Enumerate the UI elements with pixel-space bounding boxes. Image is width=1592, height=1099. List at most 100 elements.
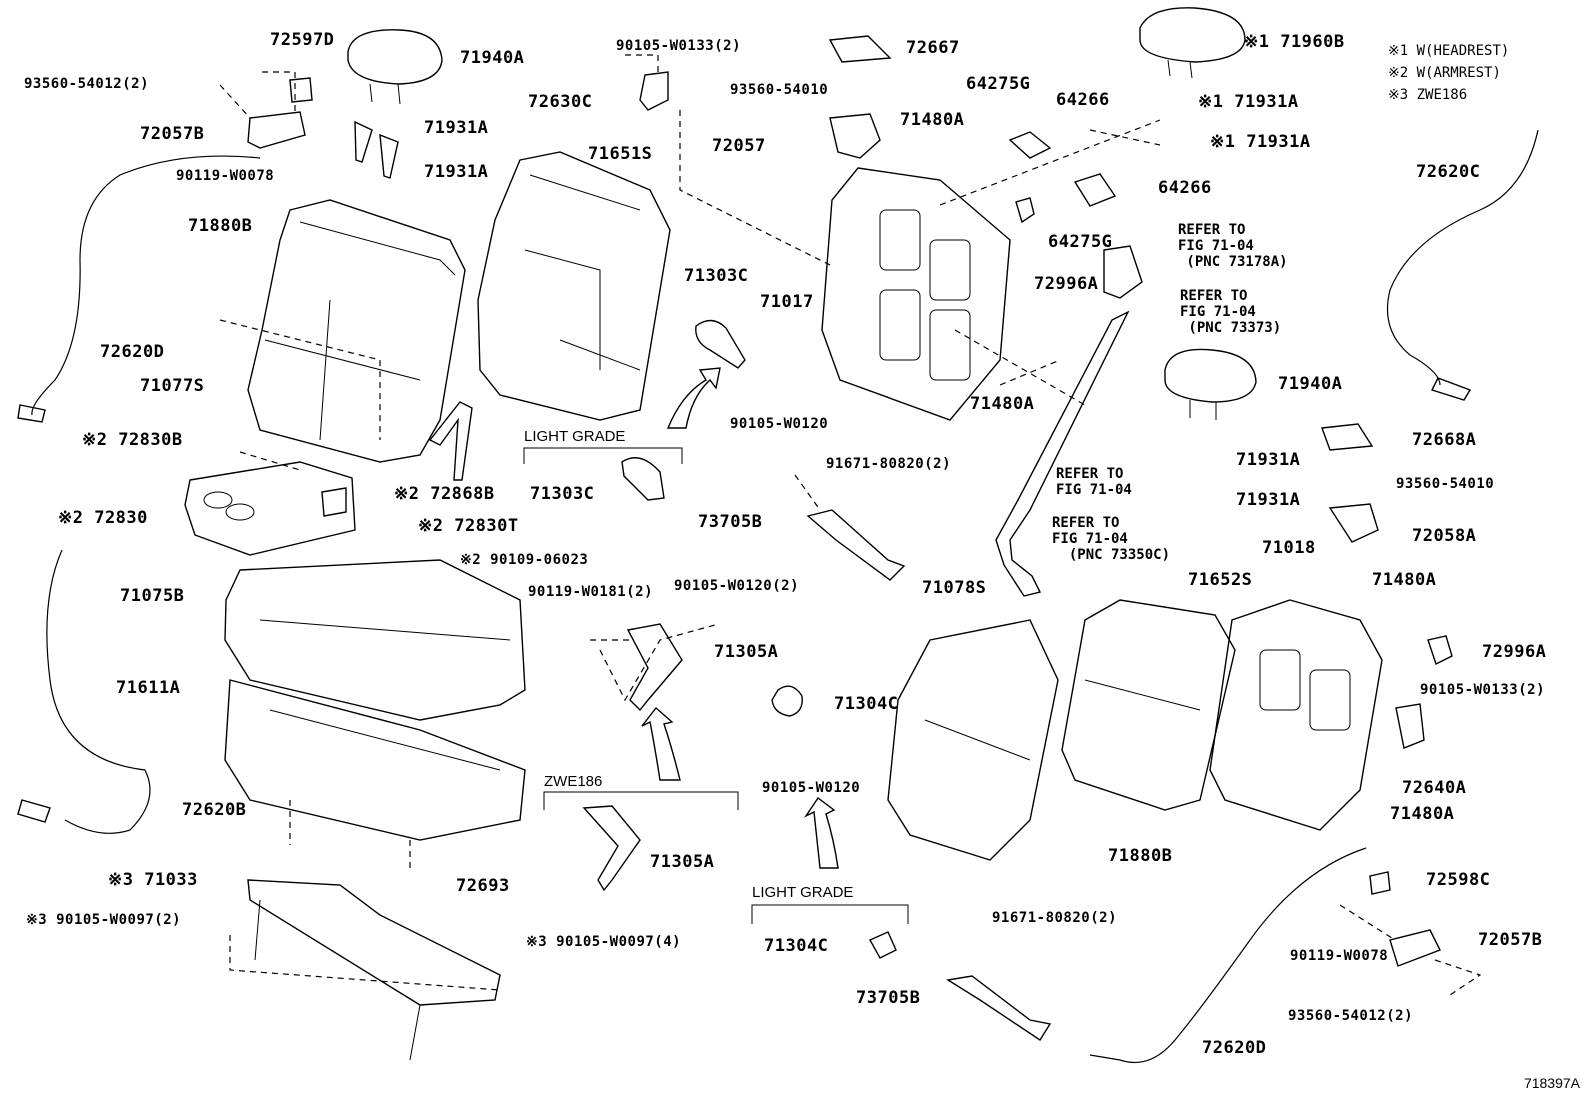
label-71960B[interactable]: ※1 71960B — [1244, 32, 1345, 52]
label-72620C[interactable]: 72620C — [1416, 162, 1481, 182]
seatback-cover-right-seam — [924, 719, 1031, 761]
arrow-2 — [641, 706, 681, 781]
label-90105-W0133-top[interactable]: 90105-W0133(2) — [616, 38, 742, 54]
armrest — [184, 451, 356, 556]
light-grade-box-1 — [523, 447, 683, 464]
label-72640A[interactable]: 72640A — [1402, 778, 1467, 798]
label-71651S[interactable]: 71651S — [588, 144, 653, 164]
label-71880B-right[interactable]: 71880B — [1108, 846, 1173, 866]
label-71931A-right-4[interactable]: 71931A — [1236, 490, 1301, 510]
label-72996A-b[interactable]: 72996A — [1482, 642, 1547, 662]
label-72058A[interactable]: 72058A — [1412, 526, 1477, 546]
label-71931A-right-2[interactable]: ※1 71931A — [1210, 132, 1311, 152]
label-71611A[interactable]: 71611A — [116, 678, 181, 698]
label-90105-W0120-b[interactable]: 90105-W0120 — [762, 780, 861, 796]
label-71652S[interactable]: 71652S — [1188, 570, 1253, 590]
label-93560-54010-top[interactable]: 93560-54010 — [730, 82, 829, 98]
leader-right-lock — [1339, 904, 1482, 996]
label-90105-W0097-2[interactable]: ※3 90105-W0097(2) — [26, 912, 182, 928]
vent-64275G-a — [1008, 131, 1052, 159]
label-71480A-1[interactable]: 71480A — [900, 110, 965, 130]
label-73705B-a[interactable]: 73705B — [698, 512, 763, 532]
label-72868B[interactable]: ※2 72868B — [394, 484, 495, 504]
label-71305A-a[interactable]: 71305A — [714, 642, 779, 662]
label-64266-b[interactable]: 64266 — [1158, 178, 1212, 198]
leader-72630C — [625, 54, 831, 266]
label-71078S[interactable]: 71078S — [922, 578, 987, 598]
label-90119-W0078-right[interactable]: 90119-W0078 — [1290, 948, 1389, 964]
label-91671-80820-b[interactable]: 91671-80820(2) — [992, 910, 1118, 926]
label-72620B[interactable]: 72620B — [182, 800, 247, 820]
label-71033[interactable]: ※3 71033 — [108, 870, 198, 890]
label-71931A-right-1[interactable]: ※1 71931A — [1198, 92, 1299, 112]
label-90119-W0078-left[interactable]: 90119-W0078 — [176, 168, 275, 184]
cable-connector-left — [17, 404, 46, 423]
bracket-73705B-a — [806, 509, 906, 581]
leader-upper-right — [939, 119, 1161, 206]
label-71303C-bottom[interactable]: 71303C — [530, 484, 595, 504]
label-71480A-3[interactable]: 71480A — [1372, 570, 1437, 590]
lock-bracket-left — [219, 71, 313, 149]
clip-72598C — [1369, 871, 1391, 895]
label-71480A-2[interactable]: 71480A — [970, 394, 1035, 414]
figure-number: 718397A — [1523, 1075, 1580, 1091]
label-72057[interactable]: 72057 — [712, 136, 766, 156]
label-72597D[interactable]: 72597D — [270, 30, 335, 50]
label-71305A-b[interactable]: 71305A — [650, 852, 715, 872]
label-64266-a[interactable]: 64266 — [1056, 90, 1110, 110]
label-71940A-left[interactable]: 71940A — [460, 48, 525, 68]
label-64275G-b[interactable]: 64275G — [1048, 232, 1113, 252]
seatback-cover-left — [219, 199, 466, 463]
label-71480A-4[interactable]: 71480A — [1390, 804, 1455, 824]
label-71880B-left[interactable]: 71880B — [188, 216, 253, 236]
label-90105-W0120-2[interactable]: 90105-W0120(2) — [674, 578, 800, 594]
label-72057B-right[interactable]: 72057B — [1478, 930, 1543, 950]
seatback-pad-left — [477, 151, 671, 421]
label-90119-W0181[interactable]: 90119-W0181(2) — [528, 584, 654, 600]
note-refer-3: REFER TO FIG 71-04 — [1056, 466, 1132, 498]
label-71018[interactable]: 71018 — [1262, 538, 1316, 558]
label-90105-W0120-a[interactable]: 90105-W0120 — [730, 416, 829, 432]
label-71931A-right-3[interactable]: 71931A — [1236, 450, 1301, 470]
label-93560-54010-right[interactable]: 93560-54010 — [1396, 476, 1495, 492]
label-71017[interactable]: 71017 — [760, 292, 814, 312]
arrow-3 — [803, 796, 839, 869]
label-72830B[interactable]: ※2 72830B — [82, 430, 183, 450]
label-72830[interactable]: ※2 72830 — [58, 508, 148, 528]
label-64275G-a[interactable]: 64275G — [966, 74, 1031, 94]
hinge-71304C-light — [869, 931, 897, 959]
label-93560-54012-left[interactable]: 93560-54012(2) — [24, 76, 150, 92]
label-72830T[interactable]: ※2 72830T — [418, 516, 519, 536]
label-71304C-b[interactable]: 71304C — [764, 936, 829, 956]
label-72057B-left[interactable]: 72057B — [140, 124, 205, 144]
label-71075B[interactable]: 71075B — [120, 586, 185, 606]
bracket-72057B-right — [1389, 929, 1441, 967]
label-91671-80820-a[interactable]: 91671-80820(2) — [826, 456, 952, 472]
label-71940A-right[interactable]: 71940A — [1278, 374, 1343, 394]
bracket-71305A-a — [626, 623, 683, 712]
headrest-left — [347, 29, 443, 105]
label-72667[interactable]: 72667 — [906, 38, 960, 58]
label-72668A[interactable]: 72668A — [1412, 430, 1477, 450]
label-71931A-left-2[interactable]: 71931A — [424, 162, 489, 182]
cable-left-upper — [31, 155, 261, 416]
label-90105-W0097-4[interactable]: ※3 90105-W0097(4) — [526, 934, 682, 950]
label-72620D-left[interactable]: 72620D — [100, 342, 165, 362]
label-72630C[interactable]: 72630C — [528, 92, 593, 112]
seat-belt — [995, 310, 1130, 597]
label-72996A-a[interactable]: 72996A — [1034, 274, 1099, 294]
label-72598C[interactable]: 72598C — [1426, 870, 1491, 890]
label-71303C-top[interactable]: 71303C — [684, 266, 749, 286]
label-73705B-b[interactable]: 73705B — [856, 988, 921, 1008]
cable-connector-right — [1431, 377, 1472, 401]
label-90105-W0133-right[interactable]: 90105-W0133(2) — [1420, 682, 1546, 698]
label-72620D-right[interactable]: 72620D — [1202, 1038, 1267, 1058]
label-93560-54012-right[interactable]: 93560-54012(2) — [1288, 1008, 1414, 1024]
cap-72667 — [828, 35, 892, 63]
label-71931A-left-1[interactable]: 71931A — [424, 118, 489, 138]
label-72693[interactable]: 72693 — [456, 876, 510, 896]
label-90109-06023[interactable]: ※2 90109-06023 — [460, 552, 589, 568]
lock-72058A — [1328, 503, 1379, 543]
label-71077S[interactable]: 71077S — [140, 376, 205, 396]
label-71304C-a[interactable]: 71304C — [834, 694, 899, 714]
